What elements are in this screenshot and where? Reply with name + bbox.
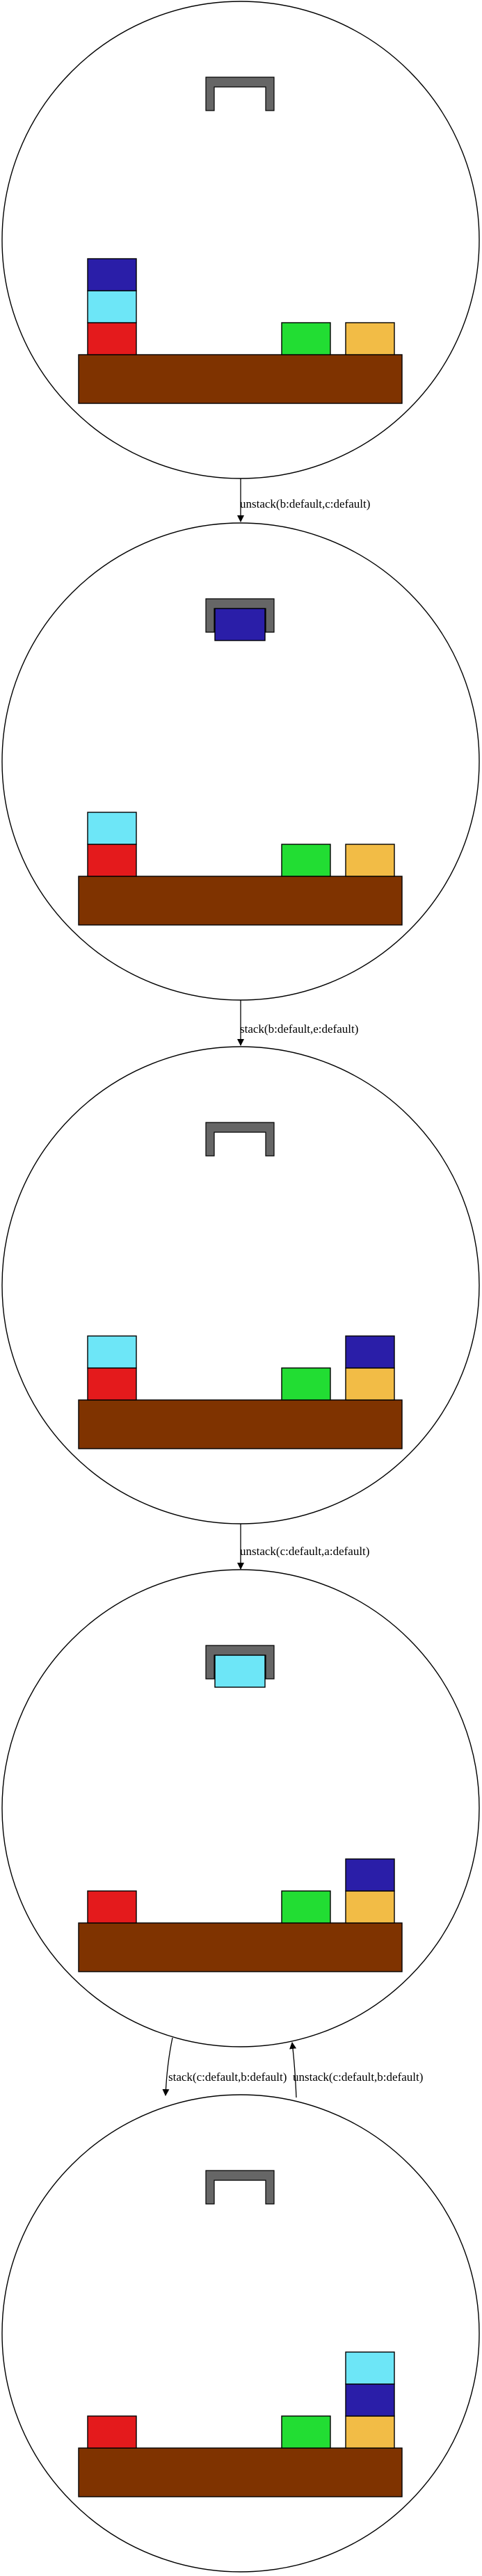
held-block bbox=[214, 608, 266, 641]
block-right-2 bbox=[345, 2383, 395, 2417]
edge-label-unstack-b-c: unstack(b:default,c:default) bbox=[240, 497, 370, 510]
state-circle bbox=[1, 1046, 480, 1524]
held-block bbox=[214, 1655, 266, 1688]
table bbox=[78, 1922, 403, 1972]
edge-arrow-4 bbox=[162, 2037, 173, 2096]
block-right-1 bbox=[345, 844, 395, 877]
edge-label-unstack-c-a: unstack(c:default,a:default) bbox=[240, 1545, 369, 1558]
edge-arrow-5 bbox=[289, 2042, 297, 2098]
state-circle bbox=[1, 1, 480, 479]
state-node-3 bbox=[1, 1046, 480, 1524]
block-right-1 bbox=[345, 1890, 395, 1924]
gripper bbox=[205, 598, 275, 633]
state-circle bbox=[1, 522, 480, 1001]
state-circle bbox=[1, 1569, 480, 2047]
state-node-1 bbox=[1, 1, 480, 479]
block-left-2 bbox=[87, 812, 137, 845]
block-center-1 bbox=[281, 1367, 331, 1401]
table bbox=[78, 876, 403, 926]
block-left-1 bbox=[87, 1890, 137, 1924]
state-circle bbox=[1, 2094, 480, 2573]
gripper bbox=[205, 1122, 275, 1157]
block-left-3 bbox=[87, 258, 137, 291]
block-center-1 bbox=[281, 844, 331, 877]
block-left-1 bbox=[87, 844, 137, 877]
block-center-1 bbox=[281, 322, 331, 355]
state-node-2 bbox=[1, 522, 480, 1001]
gripper bbox=[205, 1645, 275, 1680]
table bbox=[78, 354, 403, 404]
block-right-1 bbox=[345, 1367, 395, 1401]
table bbox=[78, 2447, 403, 2497]
block-right-3 bbox=[345, 2351, 395, 2385]
block-left-2 bbox=[87, 1335, 137, 1369]
table bbox=[78, 1399, 403, 1449]
state-node-4 bbox=[1, 1569, 480, 2047]
block-center-1 bbox=[281, 2415, 331, 2449]
state-node-5 bbox=[1, 2094, 480, 2573]
gripper bbox=[205, 2170, 275, 2205]
block-left-1 bbox=[87, 322, 137, 355]
block-left-1 bbox=[87, 2415, 137, 2449]
block-left-2 bbox=[87, 290, 137, 323]
edge-label-stack-c-b: stack(c:default,b:default) bbox=[168, 2070, 287, 2084]
edge-label-unstack-c-b: unstack(c:default,b:default) bbox=[293, 2070, 423, 2084]
block-right-2 bbox=[345, 1335, 395, 1369]
block-left-1 bbox=[87, 1367, 137, 1401]
block-right-2 bbox=[345, 1858, 395, 1892]
block-right-1 bbox=[345, 2415, 395, 2449]
edge-label-stack-b-e: stack(b:default,e:default) bbox=[240, 1022, 358, 1036]
gripper bbox=[205, 77, 275, 111]
block-right-1 bbox=[345, 322, 395, 355]
block-center-1 bbox=[281, 1890, 331, 1924]
